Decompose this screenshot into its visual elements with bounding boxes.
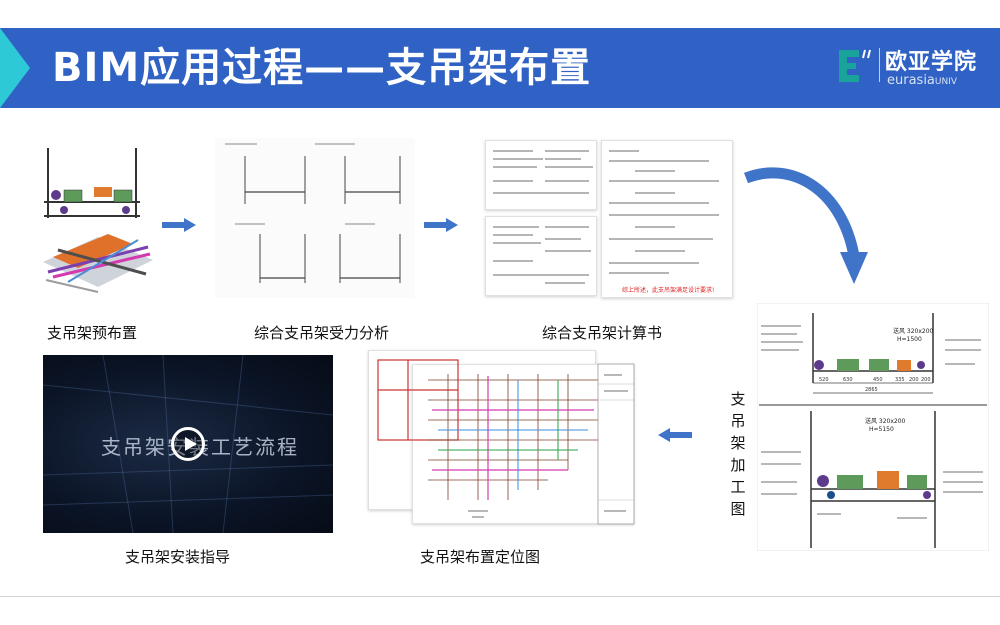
logo-chinese-name: 欧亚学院	[885, 50, 978, 75]
header-banner: BIM应用过程——支吊架布置 欧亚学院 eurasiaUNIV	[0, 28, 1000, 108]
caption-force-analysis: 综合支吊架受力分析	[254, 324, 390, 342]
caption-positioning-drawing: 支吊架布置定位图	[420, 548, 541, 566]
calc-conclusion: 综上所述，此支吊架满足设计要求!	[622, 287, 715, 294]
chevron-right-icon	[0, 28, 30, 108]
arrow-right-icon	[162, 218, 196, 232]
logo-english-name: eurasiaUNIV	[887, 73, 957, 88]
positioning-drawing-image	[368, 350, 636, 540]
dim-5: 200	[909, 377, 919, 383]
bottom-duct-height: H=5150	[869, 426, 894, 433]
logo-en-main: eurasia	[887, 73, 935, 88]
eurasia-logo-icon	[839, 49, 871, 82]
dim-1: 520	[819, 377, 829, 383]
caption-processing-drawing: 支吊架加工图	[730, 390, 746, 518]
install-video[interactable]: 支吊架安装工艺流程	[43, 355, 333, 533]
processing-drawing: 520 630 450 335 200 200 2865 送风 320x200 …	[756, 302, 990, 552]
top-duct-height: H=1500	[897, 336, 922, 343]
logo-divider	[879, 48, 880, 82]
plan-sheet-front	[412, 364, 634, 524]
processing-drawing-image: 520 630 450 335 200 200 2865 送风 320x200 …	[756, 302, 990, 552]
logo: 欧亚学院 eurasiaUNIV	[835, 40, 995, 98]
caption-install-guide: 支吊架安装指导	[125, 548, 231, 566]
logo-en-suffix: UNIV	[934, 77, 958, 87]
prelayout-image	[38, 140, 158, 300]
dim-3: 450	[873, 377, 883, 383]
bottom-duct-label: 送风 320x200	[865, 417, 906, 425]
top-duct-label: 送风 320x200	[893, 327, 934, 335]
calc-page-3: 综上所述，此支吊架满足设计要求!	[601, 140, 733, 298]
calc-text-lines	[493, 150, 719, 284]
video-background	[43, 355, 333, 533]
force-analysis-image	[215, 138, 415, 298]
dim-6: 200	[921, 377, 931, 383]
plan-drawing	[377, 359, 635, 525]
page-title: BIM应用过程——支吊架布置	[52, 45, 592, 91]
calc-book-image: 综上所述，此支吊架满足设计要求!	[485, 140, 733, 300]
footer-divider	[0, 596, 1000, 597]
play-icon[interactable]	[171, 427, 205, 461]
dim-total: 2865	[865, 387, 878, 393]
dim-4: 335	[895, 377, 905, 383]
prelayout-drawing	[43, 148, 153, 293]
caption-prelayout: 支吊架预布置	[47, 324, 138, 342]
force-analysis-drawing	[215, 138, 415, 298]
curved-arrow-icon	[744, 167, 868, 284]
arrow-left-icon	[658, 428, 692, 442]
dim-2: 630	[843, 377, 853, 383]
arrow-right-icon	[424, 218, 458, 232]
caption-calc-book: 综合支吊架计算书	[542, 324, 663, 342]
